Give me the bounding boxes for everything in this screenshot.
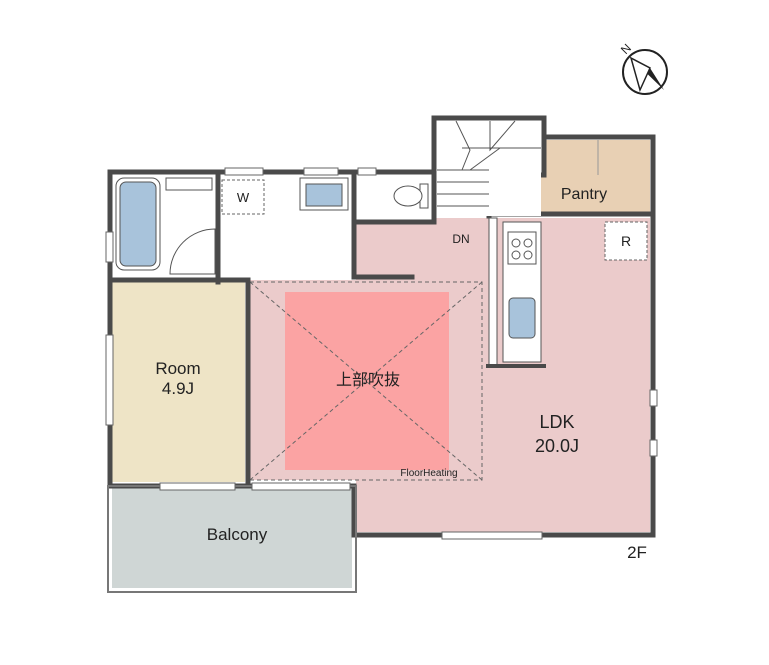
ldk-floor-upper — [356, 218, 491, 280]
refrigerator-space — [604, 221, 648, 261]
washer-label: W — [237, 190, 250, 205]
kitchen-wall — [488, 217, 498, 367]
washer-space — [221, 179, 265, 215]
pantry-label: Pantry — [561, 186, 607, 203]
bath-counter — [165, 177, 213, 191]
ldk-area: 20.0J — [535, 436, 579, 456]
toilet-bowl — [393, 185, 423, 207]
bathtub-basin — [119, 181, 157, 267]
stove-burner — [511, 250, 521, 260]
floor-label: 2F — [627, 543, 647, 562]
stove-burner — [511, 238, 521, 248]
void-label: 上部吹抜 — [336, 371, 400, 389]
windows — [105, 167, 658, 540]
room-floor — [112, 282, 245, 482]
kitchen-stove — [507, 231, 537, 265]
stove-burner — [523, 238, 533, 248]
room-name: Room — [155, 359, 200, 378]
balcony-label: Balcony — [207, 525, 268, 544]
stove-burner — [523, 250, 533, 260]
ldk-name: LDK — [539, 412, 574, 432]
void-diagonal-1 — [249, 281, 483, 481]
void-diagonal-2 — [249, 281, 483, 481]
north-arrow-icon: N — [618, 41, 668, 95]
stairs — [437, 120, 541, 216]
balcony-floor — [112, 488, 352, 588]
refrigerator-label: R — [621, 233, 631, 249]
room-area: 4.9J — [162, 379, 194, 398]
floor-heating-zone — [249, 281, 483, 481]
bath-door — [169, 228, 216, 275]
void-area — [285, 292, 449, 470]
wash-basin — [305, 183, 343, 207]
stairs-down-label: DN — [452, 232, 469, 246]
floor-heating-label: FloorHeating — [400, 468, 457, 479]
kitchen-sink — [508, 297, 536, 339]
